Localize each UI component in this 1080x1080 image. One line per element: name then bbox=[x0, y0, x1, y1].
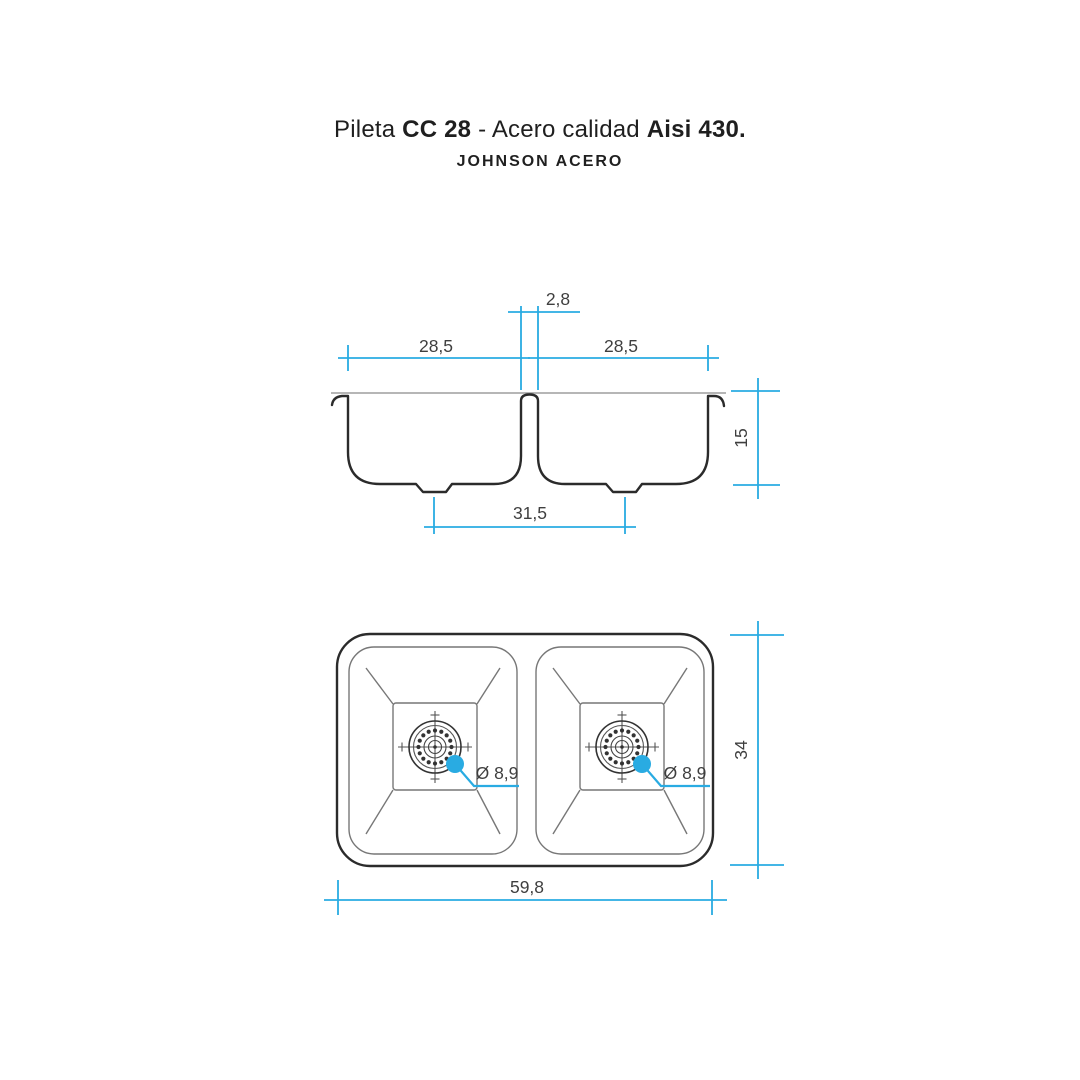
dim-label-overall-width: 59,8 bbox=[510, 877, 544, 897]
leader-line bbox=[641, 763, 710, 788]
slope-line bbox=[476, 789, 501, 835]
dim-label-bowl-left: 28,5 bbox=[419, 336, 453, 356]
sink-profile bbox=[330, 393, 726, 494]
title-model: CC 28 bbox=[402, 116, 472, 143]
slope-line bbox=[663, 789, 688, 835]
dim-overall-width: 59,8 bbox=[324, 877, 727, 915]
slope-line bbox=[663, 667, 688, 705]
callout-drain-left: Ø 8,9 bbox=[446, 755, 519, 788]
slope-line bbox=[552, 789, 581, 835]
leader-line bbox=[454, 763, 519, 788]
leader-dot bbox=[446, 755, 464, 773]
slope-line bbox=[552, 667, 581, 705]
bowl-left-outline bbox=[348, 646, 518, 855]
title-middle: Acero calidad bbox=[491, 116, 640, 143]
dim-drain-spacing: 31,5 bbox=[424, 497, 636, 534]
dim-label-drain-diameter-left: Ø 8,9 bbox=[476, 763, 519, 783]
slope-line bbox=[476, 667, 501, 705]
bowl-left-slope-lines bbox=[365, 667, 501, 835]
dim-label-overall-depth: 34 bbox=[731, 740, 751, 760]
title-grade: Aisi 430. bbox=[646, 116, 746, 143]
slope-line bbox=[365, 789, 394, 835]
bowl-right-floor bbox=[579, 702, 665, 791]
brand-name: JOHNSON ACERO bbox=[456, 153, 624, 170]
sink-outline bbox=[335, 632, 715, 868]
title-prefix: Pileta bbox=[334, 116, 396, 143]
dim-label-drain-diameter-right: Ø 8,9 bbox=[664, 763, 707, 783]
slope-line bbox=[365, 667, 394, 705]
dim-label-drain-spacing: 31,5 bbox=[513, 503, 547, 523]
bowl-right-outline bbox=[535, 646, 705, 855]
bowl-right-slope-lines bbox=[552, 667, 688, 835]
dim-divider-width: 2,8 bbox=[508, 289, 580, 390]
bowl-left-floor bbox=[392, 702, 478, 791]
dim-overall-depth: 34 bbox=[730, 621, 784, 879]
front-view: 2,8 28,5 28,5 15 bbox=[330, 289, 780, 534]
callout-drain-right: Ø 8,9 bbox=[633, 755, 710, 788]
leader-dot bbox=[633, 755, 651, 773]
dim-label-bowl-right: 28,5 bbox=[604, 336, 638, 356]
top-view: Ø 8,9 Ø 8,9 34 59,8 bbox=[324, 621, 784, 915]
dim-depth: 15 bbox=[731, 378, 780, 499]
dim-label-depth: 15 bbox=[731, 428, 751, 447]
page-title: Pileta CC 28 - Acero calidad Aisi 430. bbox=[0, 116, 1080, 144]
title-separator: - bbox=[478, 116, 487, 143]
dim-bowl-width-left: 28,5 bbox=[338, 336, 530, 371]
dim-bowl-width-right: 28,5 bbox=[528, 336, 719, 371]
dim-label-divider: 2,8 bbox=[546, 289, 570, 309]
